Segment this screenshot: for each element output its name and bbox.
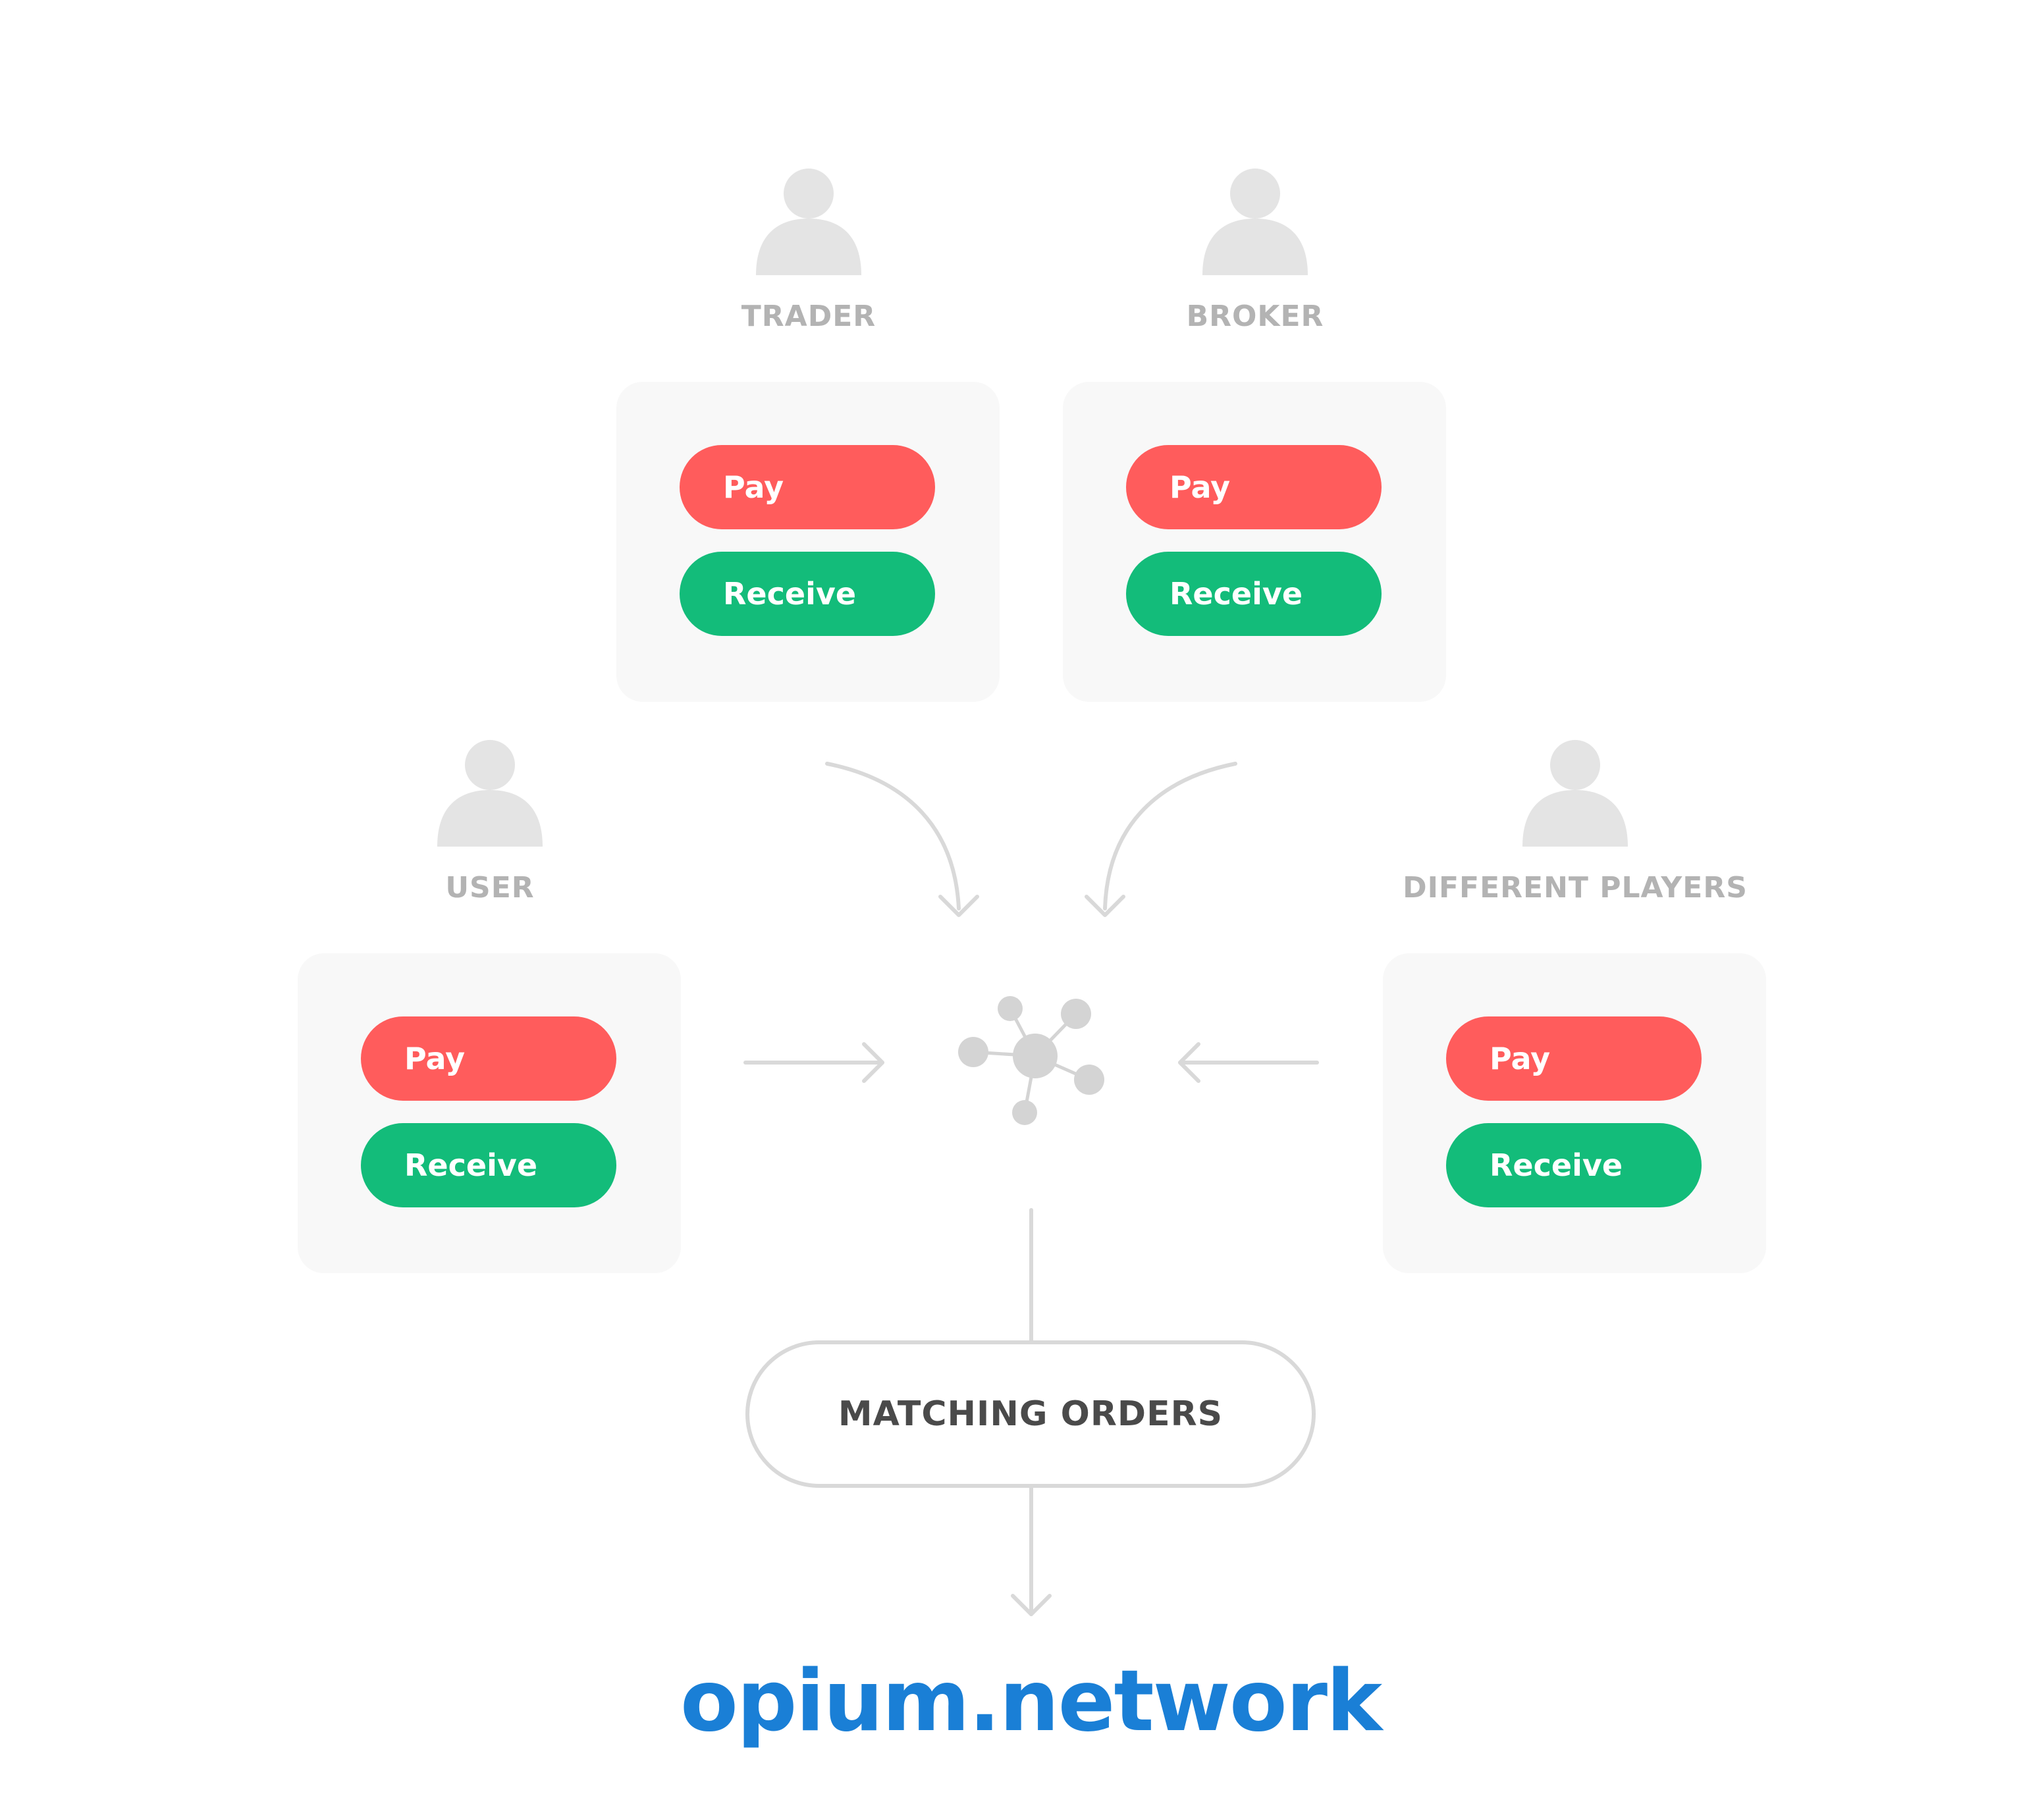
opium-network-logo: opium.network <box>680 1652 1382 1751</box>
trader-pay-button[interactable]: Pay <box>680 445 935 529</box>
user-avatar-icon <box>437 740 543 847</box>
different-players-receive-button[interactable]: Receive <box>1446 1123 1702 1207</box>
arrow-trader-head <box>938 895 979 917</box>
broker-avatar-icon <box>1202 169 1308 275</box>
broker-receive-button[interactable]: Receive <box>1126 552 1382 636</box>
arrow-broker-head <box>1085 895 1125 917</box>
arrow-user-head <box>862 1042 884 1083</box>
trader-avatar-icon <box>756 169 861 275</box>
broker-card: Pay Receive <box>1063 382 1446 702</box>
different-players-card: Pay Receive <box>1383 953 1766 1273</box>
user-pay-button[interactable]: Pay <box>361 1016 616 1101</box>
arrow-broker-to-hub <box>1103 762 1237 910</box>
broker-pay-button[interactable]: Pay <box>1126 445 1382 529</box>
arrow-players-head <box>1178 1042 1200 1083</box>
matching-orders-label: MATCHING ORDERS <box>838 1394 1224 1434</box>
trader-label: TRADER <box>741 300 876 333</box>
matching-orders-box: MATCHING ORDERS <box>745 1340 1316 1488</box>
arrow-trader-to-hub <box>825 762 961 910</box>
network-hub-icon <box>958 996 1104 1125</box>
different-players-label: DIFFERENT PLAYERS <box>1403 871 1748 905</box>
trader-receive-button[interactable]: Receive <box>680 552 935 636</box>
different-players-avatar-icon <box>1522 740 1628 847</box>
different-players-pay-button[interactable]: Pay <box>1446 1016 1702 1101</box>
broker-label: BROKER <box>1186 300 1324 333</box>
trader-card: Pay Receive <box>616 382 1000 702</box>
user-receive-button[interactable]: Receive <box>361 1123 616 1207</box>
user-label: USER <box>445 871 535 905</box>
arrow-logo-head <box>1011 1594 1052 1616</box>
user-card: Pay Receive <box>298 953 681 1273</box>
